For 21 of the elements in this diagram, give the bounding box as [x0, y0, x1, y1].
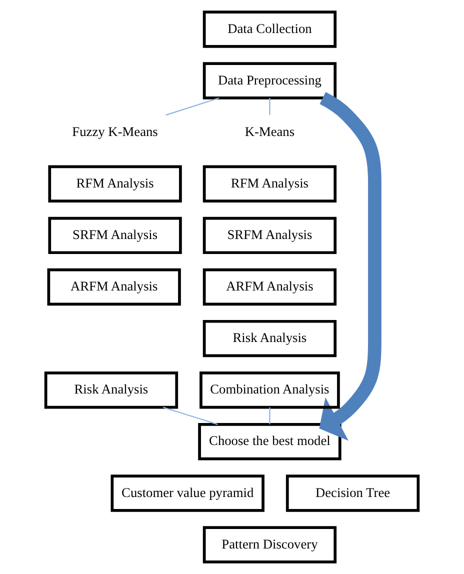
node-box: Data Preprocessing	[202, 62, 337, 100]
node-box: Decision Tree	[286, 474, 420, 512]
node-box: Choose the best model	[198, 423, 342, 460]
node-box: SRFM Analysis	[202, 216, 337, 254]
node-box: Customer value pyramid	[110, 474, 264, 512]
connector	[269, 98, 270, 115]
node-text: Fuzzy K-Means	[72, 124, 158, 139]
node-box: RFM Analysis	[48, 165, 182, 202]
arrow	[319, 92, 382, 441]
node-box: SRFM Analysis	[48, 216, 182, 254]
node-box: Data Collection	[202, 10, 337, 48]
node-box: ARFM Analysis	[202, 268, 337, 306]
node-box: Combination Analysis	[200, 372, 340, 409]
connector	[269, 407, 270, 424]
node-box: Risk Analysis	[44, 372, 178, 409]
node-box: Risk Analysis	[202, 320, 337, 358]
connector	[166, 97, 220, 116]
node-box: ARFM Analysis	[47, 268, 181, 306]
node-box: RFM Analysis	[202, 165, 337, 202]
node-text: K-Means	[244, 124, 295, 139]
node-box: Pattern Discovery	[202, 526, 337, 564]
